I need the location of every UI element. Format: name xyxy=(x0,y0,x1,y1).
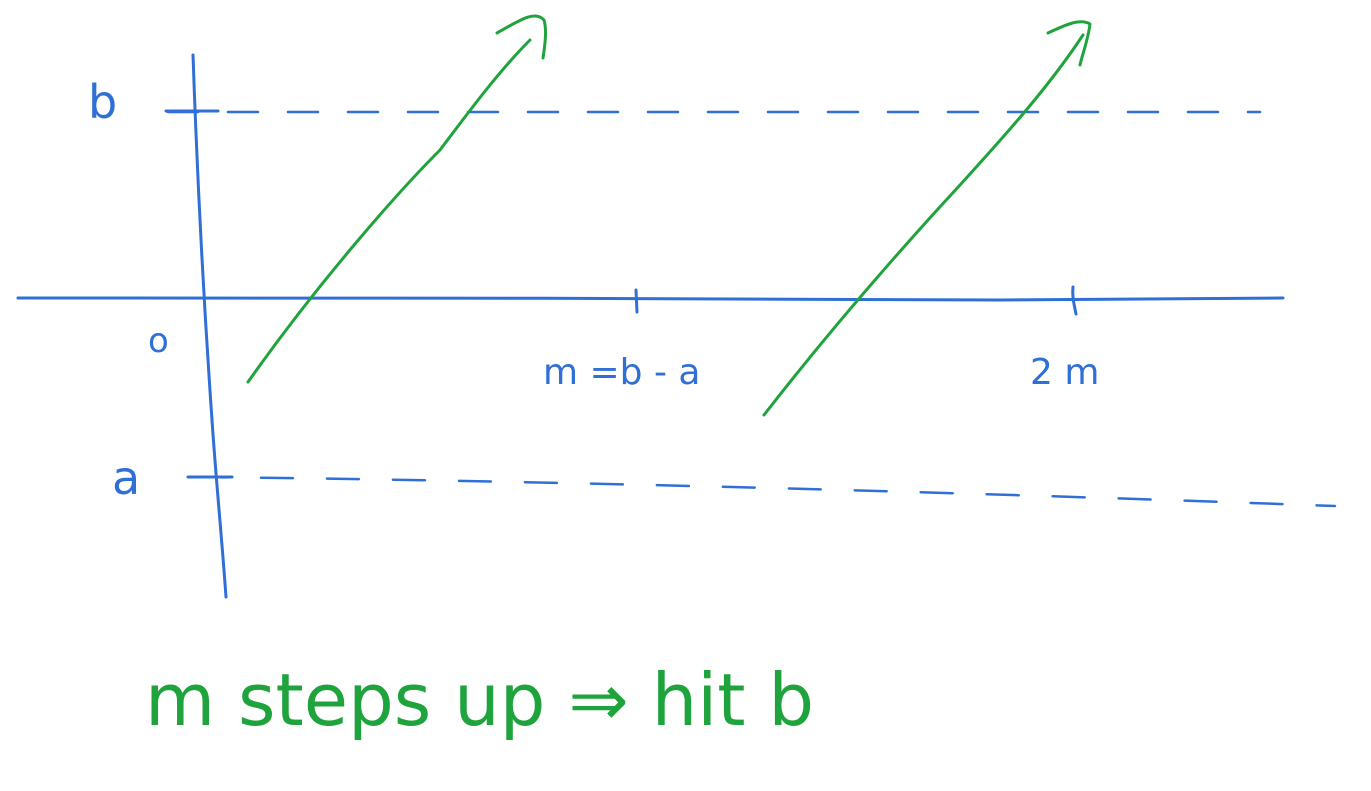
origin-label: o xyxy=(148,321,169,361)
horizontal-axis xyxy=(16,296,1285,302)
caption: m steps up ⇒ hit b xyxy=(145,658,814,742)
a-label: a xyxy=(112,451,140,505)
2m-tick-label: 2 m xyxy=(1030,352,1099,393)
m-tick-label: m =b - a xyxy=(543,352,700,393)
vertical-axis xyxy=(191,53,228,599)
ramp-1 xyxy=(246,38,532,384)
ramp-1-arrowhead xyxy=(495,14,548,60)
ramp-2-arrowhead xyxy=(1046,20,1092,67)
b-label: b xyxy=(88,75,117,129)
ramp-2 xyxy=(762,33,1085,417)
2m-tick xyxy=(1071,285,1078,316)
a-level-dashed-line xyxy=(193,475,1337,508)
m-tick xyxy=(634,288,639,314)
